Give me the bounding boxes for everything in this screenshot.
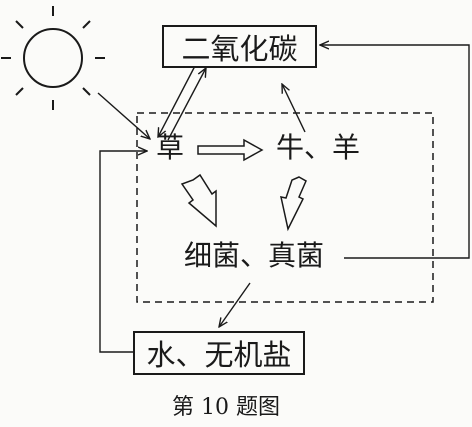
block-arrow-grass-to-cattle — [197, 138, 264, 162]
arrow-water-salts-to-grass — [99, 151, 147, 353]
figure-caption: 第 10 题图 — [172, 395, 280, 420]
arrow-grass-to-co2 — [167, 68, 206, 141]
ecosystem-boundary — [136, 112, 434, 303]
sun-icon — [1, 6, 105, 110]
node-bacteria-fungi: 细菌、真菌 — [184, 239, 325, 272]
arrow-cattle-to-co2 — [282, 84, 306, 133]
node-cattle-sheep: 牛、羊 — [276, 131, 361, 164]
node-water-inorganic-salts-label: 水、无机盐 — [146, 338, 292, 372]
block-arrow-cattle-to-decomposers — [280, 176, 307, 232]
node-water-inorganic-salts: 水、无机盐 — [133, 331, 305, 375]
arrow-decomposers-to-water-salts — [219, 282, 251, 327]
arrow-sun-to-grass — [97, 92, 150, 139]
node-carbon-dioxide-label: 二氧化碳 — [181, 31, 298, 66]
block-arrow-grass-to-decomposers — [180, 173, 217, 228]
node-carbon-dioxide: 二氧化碳 — [162, 25, 317, 68]
arrow-decomposers-to-co2 — [320, 45, 470, 259]
node-grass: 草 — [156, 131, 185, 164]
arrow-co2-to-grass — [158, 63, 197, 137]
